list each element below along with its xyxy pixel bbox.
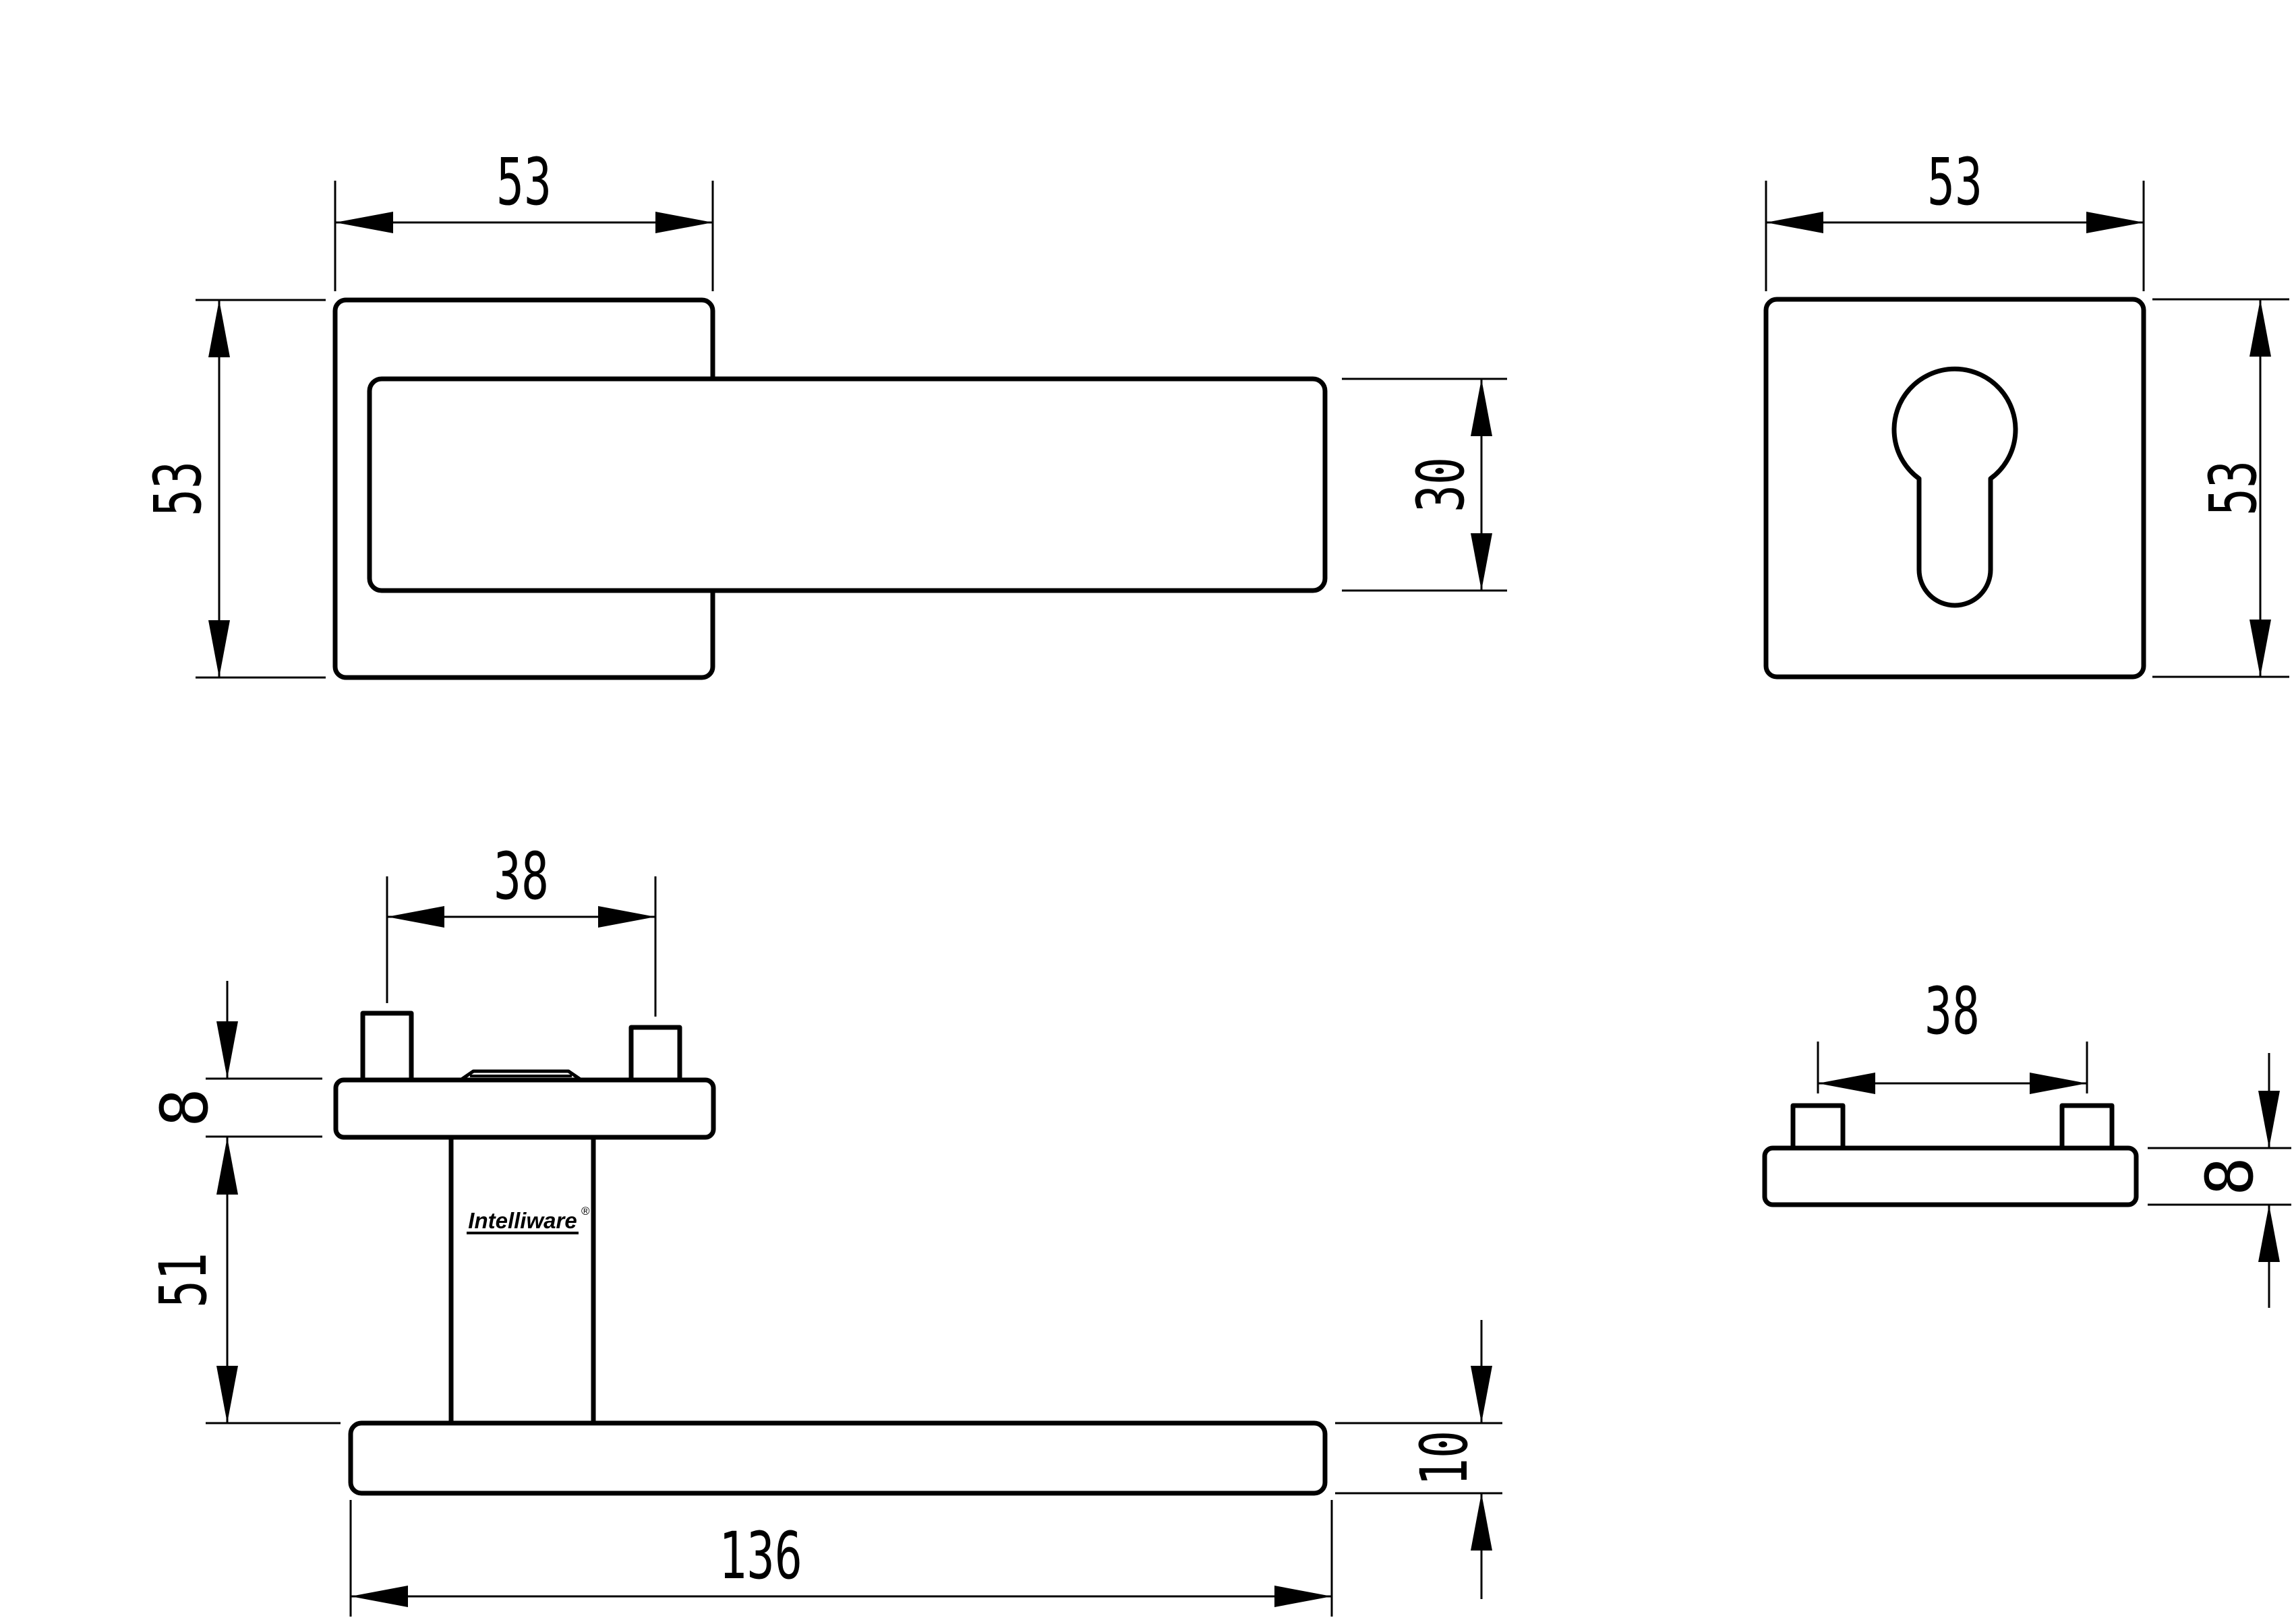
dim-handle-front-height: 53 — [140, 299, 326, 679]
arrowhead-top — [1471, 379, 1492, 436]
arrowhead-left — [387, 906, 444, 928]
dim-handle-side-plate-thickness: 8 — [147, 981, 322, 1195]
view-handle-front: 53 53 30 — [140, 144, 1507, 680]
escutcheon-plate-side — [1762, 1145, 2139, 1207]
dim-label: 53 — [496, 144, 552, 220]
dim-label: 53 — [1927, 144, 1982, 220]
arrowhead-top — [208, 300, 230, 357]
arrowhead-left — [335, 212, 393, 233]
dim-handle-side-lever-thickness: 10 — [1335, 1320, 1502, 1599]
screw-post-left — [360, 1011, 414, 1083]
registered-trademark-symbol: ® — [581, 1205, 590, 1217]
dim-label: 38 — [1924, 973, 1980, 1049]
arrowhead-right — [2086, 212, 2144, 233]
screw-post-right — [2059, 1103, 2115, 1151]
dim-escutcheon-front-height: 53 — [2152, 298, 2289, 678]
euro-keyhole — [1891, 366, 2018, 608]
arrowhead-right — [1274, 1586, 1332, 1607]
dim-handle-side-lever-length: 136 — [349, 1500, 1333, 1617]
dim-label: 30 — [1403, 457, 1479, 512]
dim-label: 53 — [2196, 460, 2271, 516]
dim-label: 8 — [147, 1088, 223, 1127]
dim-escutcheon-side-plate-thickness: 8 — [2148, 1053, 2291, 1308]
arrowhead-top — [1471, 1366, 1492, 1423]
arrowhead-right — [655, 212, 713, 233]
dim-handle-side-neck-length: 51 — [146, 1137, 341, 1424]
brand-logo: Intelliware ® — [467, 1205, 590, 1234]
view-escutcheon-front: 53 53 — [1763, 144, 2289, 680]
arrowhead-bottom — [1471, 533, 1492, 591]
arrowhead-bottom — [208, 620, 230, 678]
arrowhead-bottom — [2249, 620, 2271, 677]
view-handle-side: Intelliware ® 38 8 51 — [146, 839, 1502, 1617]
arrowhead-right — [598, 906, 655, 928]
lever-front — [367, 376, 1328, 593]
dim-label: 38 — [494, 839, 549, 914]
arrowhead-right — [2030, 1073, 2087, 1094]
brand-logo-text: Intelliware — [468, 1208, 577, 1233]
arrowhead-top — [2258, 1091, 2280, 1148]
screw-post-left — [1790, 1103, 1846, 1151]
dim-label: 8 — [2192, 1157, 2268, 1196]
rose-plate-side — [333, 1077, 716, 1140]
arrowhead-top — [216, 1021, 238, 1079]
dim-label: 10 — [1407, 1431, 1482, 1486]
view-escutcheon-side: 38 8 — [1762, 973, 2291, 1308]
arrowhead-left — [351, 1586, 408, 1607]
dim-label: 51 — [146, 1253, 221, 1308]
dim-handle-side-post-spacing: 38 — [386, 839, 657, 1017]
arrowhead-bottom — [216, 1366, 238, 1423]
dim-handle-front-lever-height: 30 — [1342, 378, 1507, 592]
lever-side — [348, 1420, 1328, 1496]
dim-label: 53 — [140, 461, 216, 516]
dim-label: 136 — [719, 1518, 802, 1594]
dim-escutcheon-side-post-spacing: 38 — [1817, 973, 2088, 1094]
arrowhead-left — [1766, 212, 1823, 233]
arrowhead-left — [1818, 1073, 1875, 1094]
arrowhead-bottom — [1471, 1493, 1492, 1551]
arrowhead-bottom — [2258, 1205, 2280, 1262]
dim-escutcheon-front-width: 53 — [1765, 144, 2145, 291]
arrowhead-top — [2249, 299, 2271, 357]
dim-handle-front-width: 53 — [334, 144, 714, 291]
screw-post-right — [628, 1025, 682, 1083]
